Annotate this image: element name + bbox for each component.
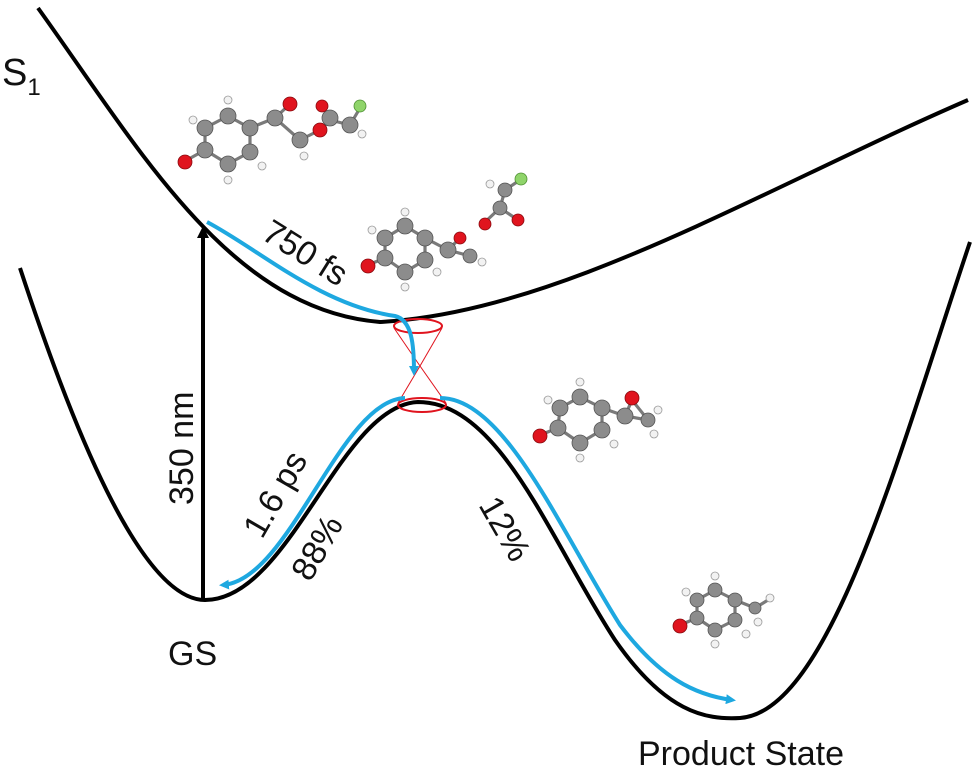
excitation-wavelength-label: 350 nm — [163, 392, 201, 505]
s1-relaxation-path — [206, 220, 419, 376]
spiro-intermediate-molecule-model — [532, 377, 663, 463]
gs-relaxation-path — [219, 396, 406, 590]
gs-relaxation-time-label: 1.6 ps — [236, 445, 315, 544]
product-branch-yield-label: 12% — [471, 490, 538, 568]
product-molecule-model — [672, 571, 775, 649]
s1-state-label: S1 — [2, 52, 41, 101]
s1-surface-curve — [36, 6, 969, 325]
intermediate-molecule-model — [360, 172, 528, 292]
reactant-molecule-model — [177, 95, 367, 185]
ground-state-surface-curve — [18, 241, 972, 721]
product-state-label: Product State — [638, 735, 844, 773]
product-formation-path — [439, 396, 736, 705]
ground-state-label: GS — [168, 635, 217, 673]
